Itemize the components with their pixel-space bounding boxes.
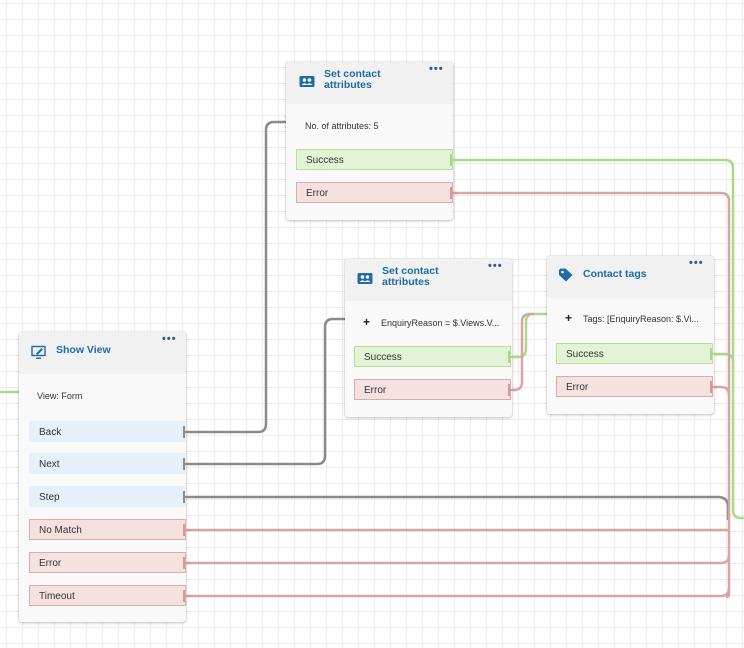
block-description: EnquiryReason = $.Views.V... [381,318,500,328]
block-header [345,259,512,301]
expand-plus-icon[interactable]: + [363,315,371,329]
branch-label: Timeout [39,591,75,602]
block-header [19,332,186,374]
branch-label: Step [39,492,60,503]
block-title-line-2: attributes [382,276,430,288]
connector-show-view-error [181,554,731,565]
block-description: View: Form [37,391,83,401]
branch-label: Error [364,385,387,396]
block-title: Show View [56,344,111,356]
block-title-line-1: Set contact [382,265,439,277]
branch-port[interactable] [183,590,191,602]
branch-no-match[interactable]: No Match [29,519,191,540]
branch-port[interactable] [450,154,458,166]
more-options-button[interactable]: ••• [162,333,177,345]
branch-error[interactable]: Error [29,552,191,573]
branch-label: Success [364,352,402,363]
branch-port[interactable] [710,348,718,360]
connector-timeout [181,587,731,598]
branch-step[interactable]: Step [29,486,191,507]
more-options-button[interactable]: ••• [429,63,444,75]
show-view-block[interactable]: Show View ••• View: Form Back Next Step … [19,332,191,622]
set-contact-attributes-block-2[interactable]: Set contact attributes ••• + EnquiryReas… [345,259,516,417]
branch-port[interactable] [183,426,191,438]
branch-port[interactable] [183,491,191,503]
block-title-line-2: attributes [324,79,372,91]
branch-error[interactable]: Error [556,376,718,397]
branch-back[interactable]: Back [29,421,191,442]
branch-label: No Match [39,525,82,536]
branch-port[interactable] [508,351,516,363]
block-description: No. of attributes: 5 [305,121,379,131]
branch-port[interactable] [183,524,191,536]
more-options-button[interactable]: ••• [689,257,704,269]
tag-icon [559,268,573,282]
branch-label: Success [566,349,604,360]
branch-error[interactable]: Error [296,182,458,203]
branch-port[interactable] [508,384,516,396]
users-icon [299,76,315,87]
block-title: Contact tags [583,268,647,280]
branch-label: Error [39,558,62,569]
branch-label: Error [306,188,329,199]
more-options-button[interactable]: ••• [488,260,503,272]
branch-success[interactable]: Success [354,346,516,367]
branch-error[interactable]: Error [354,379,516,400]
connector-back [181,120,292,434]
branch-label: Back [39,427,62,438]
branch-port[interactable] [450,187,458,199]
branch-success[interactable]: Success [556,343,718,364]
branch-label: Success [306,155,344,166]
monitor-edit-icon [31,345,46,359]
block-description: Tags: [EnquiryReason: $.Vi... [583,314,699,324]
connector-step [181,495,730,520]
branch-port[interactable] [710,381,718,393]
block-title-line-1: Set contact [324,68,381,80]
contact-tags-block[interactable]: Contact tags ••• + Tags: [EnquiryReason:… [547,256,718,414]
expand-plus-icon[interactable]: + [565,311,573,325]
block-header [547,256,714,298]
branch-port[interactable] [183,557,191,569]
branch-timeout[interactable]: Timeout [29,585,191,606]
branch-next[interactable]: Next [29,453,191,474]
branch-label: Error [566,382,589,393]
branch-success[interactable]: Success [296,149,458,170]
branch-port[interactable] [183,458,191,470]
branch-label: Next [39,459,60,470]
set-contact-attributes-block-1[interactable]: Set contact attributes ••• No. of attrib… [286,62,458,220]
users-icon [357,273,373,284]
connector-next [181,317,352,466]
